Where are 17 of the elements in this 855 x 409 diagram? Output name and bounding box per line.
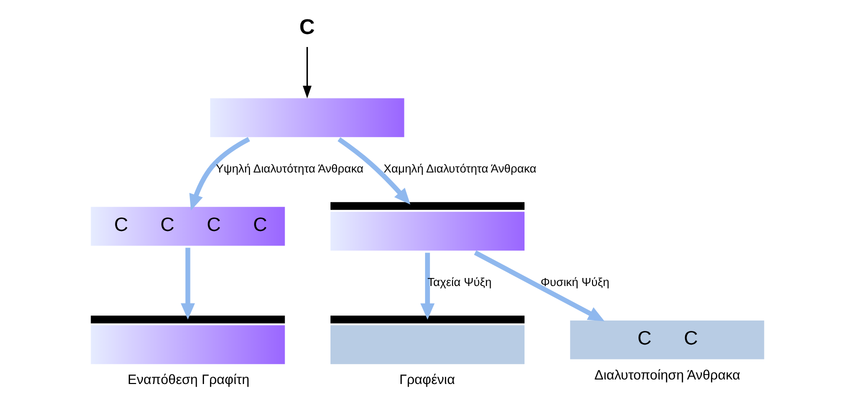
arrow <box>338 137 410 205</box>
edge-label: Φυσική Ψύξη <box>540 276 610 290</box>
arrow <box>189 136 250 211</box>
node-text: C <box>299 14 315 39</box>
arrow <box>420 252 435 320</box>
node-box: C C <box>570 320 764 360</box>
arrow <box>474 250 605 322</box>
arrow <box>302 47 312 98</box>
arrow <box>180 248 195 320</box>
node-label: Διαλυτοποίηση Άνθρακα <box>594 367 740 382</box>
edge-label: Ταχεία Ψύξη <box>427 276 492 290</box>
node-box: C C C C <box>90 206 285 246</box>
node-label: Εναπόθεση Γραφίτη <box>128 372 250 388</box>
edge-label: Χαμηλή Διαλυτότητα Άνθρακα <box>384 162 536 176</box>
node-label: Γραφένια <box>399 372 455 388</box>
edge-label: Υψηλή Διαλυτότητα Άνθρακα <box>216 162 364 176</box>
node-bar <box>210 98 404 138</box>
